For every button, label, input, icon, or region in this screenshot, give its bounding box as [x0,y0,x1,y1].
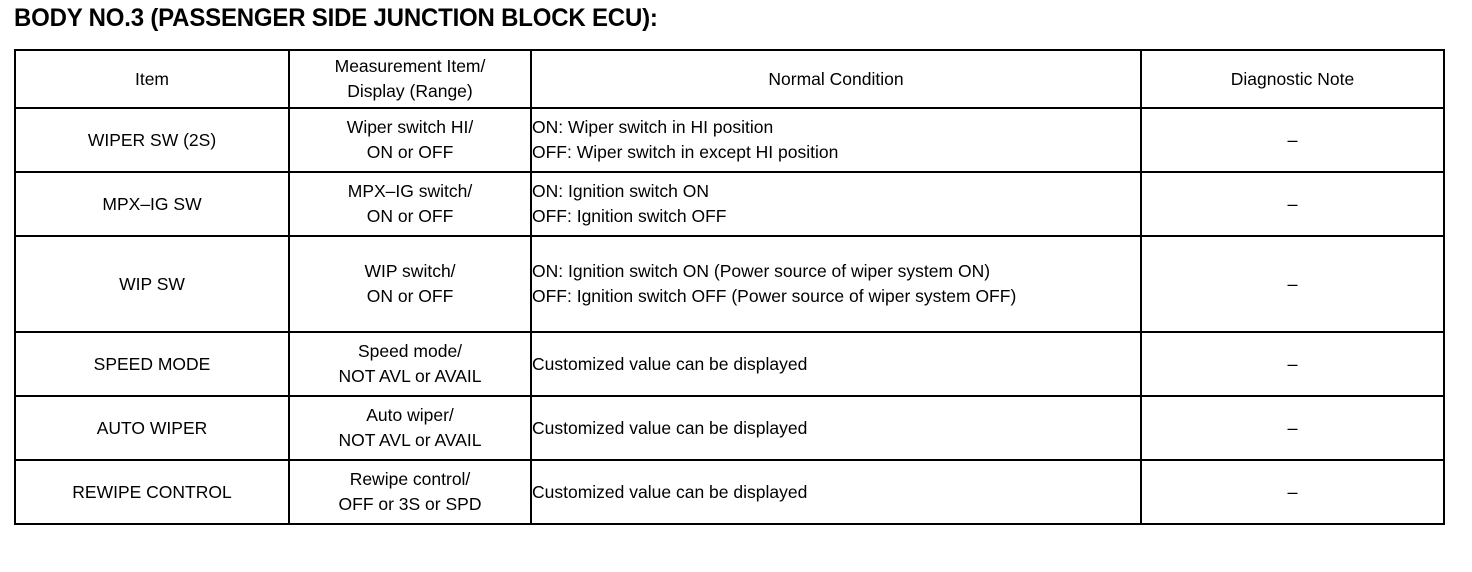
measurement-line1: WIP switch/ [364,261,456,281]
cell-measurement: MPX–IG switch/ ON or OFF [288,171,532,237]
cell-normal-condition: Customized value can be displayed [530,331,1142,397]
cell-item: WIP SW [14,235,290,333]
cell-item: AUTO WIPER [14,395,290,461]
measurement-line2: ON or OFF [366,142,454,162]
measurement-line1: Speed mode/ [357,341,463,361]
item-name: REWIPE CONTROL [72,481,232,502]
condition-line-off: OFF: Ignition switch OFF [532,206,727,226]
measurement-line2: NOT AVL or AVAIL [338,366,482,386]
measurement-line1: Rewipe control/ [349,469,471,489]
condition-line-on: ON: Ignition switch ON (Power source of … [532,261,991,281]
cell-normal-condition: ON: Ignition switch ON (Power source of … [530,235,1142,333]
cell-normal-condition: Customized value can be displayed [530,395,1142,461]
measurement-line1: Wiper switch HI/ [346,117,474,137]
condition-line-on: ON: Ignition switch ON [532,181,709,201]
cell-diagnostic-note: – [1140,171,1445,237]
cell-normal-condition: ON: Wiper switch in HI position OFF: Wip… [530,107,1142,173]
table-row: REWIPE CONTROL Rewipe control/ OFF or 3S… [14,459,1445,525]
condition-line-on: ON: Wiper switch in HI position [532,117,774,137]
item-name: AUTO WIPER [96,417,208,438]
column-header-item-label: Item [134,68,170,89]
item-name: WIPER SW (2S) [87,129,217,150]
cell-measurement: Rewipe control/ OFF or 3S or SPD [288,459,532,525]
diagnostic-note-value: – [1287,129,1298,150]
condition-line-on: Customized value can be displayed [532,417,808,438]
table-row: WIPER SW (2S) Wiper switch HI/ ON or OFF… [14,107,1445,173]
table-body: WIPER SW (2S) Wiper switch HI/ ON or OFF… [14,107,1445,525]
column-header-diagnostic-note-label: Diagnostic Note [1230,68,1355,89]
column-header-diagnostic-note: Diagnostic Note [1140,49,1445,109]
column-header-normal-condition: Normal Condition [530,49,1142,109]
cell-diagnostic-note: – [1140,331,1445,397]
measurement-line2: ON or OFF [366,286,454,306]
column-header-normal-condition-label: Normal Condition [768,68,904,89]
column-header-measurement-line1: Measurement Item/ [334,56,486,76]
column-header-item: Item [14,49,290,109]
table-row: SPEED MODE Speed mode/ NOT AVL or AVAIL … [14,331,1445,397]
condition-line-on: Customized value can be displayed [532,353,808,374]
cell-normal-condition: Customized value can be displayed [530,459,1142,525]
section-title: BODY NO.3 (PASSENGER SIDE JUNCTION BLOCK… [14,4,658,32]
condition-line-on: Customized value can be displayed [532,481,808,502]
column-header-measurement: Measurement Item/ Display (Range) [288,49,532,109]
cell-diagnostic-note: – [1140,235,1445,333]
measurement-line2: OFF or 3S or SPD [338,494,482,514]
table-row: AUTO WIPER Auto wiper/ NOT AVL or AVAIL … [14,395,1445,461]
diagnostic-note-value: – [1287,353,1298,374]
condition-line-off: OFF: Wiper switch in except HI position [532,142,839,162]
condition-line-off: OFF: Ignition switch OFF (Power source o… [532,286,1017,306]
measurement-line1: MPX–IG switch/ [347,181,473,201]
cell-item: WIPER SW (2S) [14,107,290,173]
table-row: MPX–IG SW MPX–IG switch/ ON or OFF ON: I… [14,171,1445,237]
cell-diagnostic-note: – [1140,395,1445,461]
diagnostic-note-value: – [1287,417,1298,438]
cell-diagnostic-note: – [1140,459,1445,525]
diagnostic-note-value: – [1287,193,1298,214]
cell-item: SPEED MODE [14,331,290,397]
item-name: WIP SW [119,273,185,294]
cell-measurement: Auto wiper/ NOT AVL or AVAIL [288,395,532,461]
diagnostic-note-value: – [1287,273,1298,294]
cell-measurement: Wiper switch HI/ ON or OFF [288,107,532,173]
cell-normal-condition: ON: Ignition switch ON OFF: Ignition swi… [530,171,1142,237]
body-no3-datalist-table: Item Measurement Item/ Display (Range) N… [14,49,1445,525]
table-header-row: Item Measurement Item/ Display (Range) N… [14,49,1445,109]
column-header-measurement-line2: Display (Range) [347,81,473,101]
table-row: WIP SW WIP switch/ ON or OFF ON: Ignitio… [14,235,1445,333]
item-name: SPEED MODE [93,353,211,374]
cell-measurement: Speed mode/ NOT AVL or AVAIL [288,331,532,397]
cell-item: REWIPE CONTROL [14,459,290,525]
measurement-line2: NOT AVL or AVAIL [338,430,482,450]
cell-diagnostic-note: – [1140,107,1445,173]
measurement-line2: ON or OFF [366,206,454,226]
measurement-line1: Auto wiper/ [366,405,454,425]
table-header: Item Measurement Item/ Display (Range) N… [14,49,1445,109]
diagnostic-note-value: – [1287,481,1298,502]
item-name: MPX–IG SW [102,193,202,214]
cell-item: MPX–IG SW [14,171,290,237]
cell-measurement: WIP switch/ ON or OFF [288,235,532,333]
